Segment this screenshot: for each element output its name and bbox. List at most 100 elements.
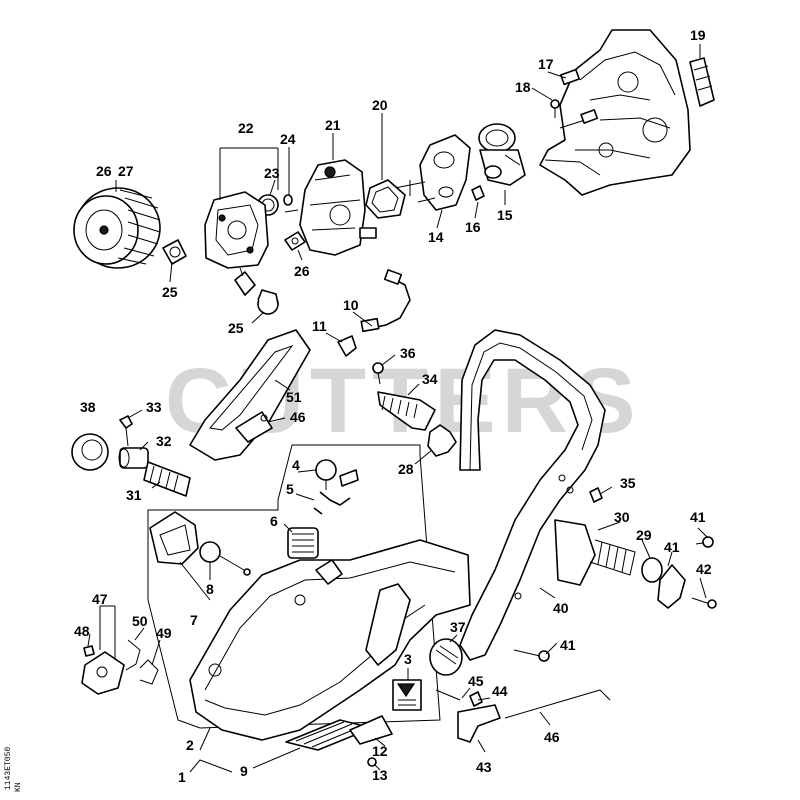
part-3-label	[392, 679, 422, 711]
part-27-28-air-filter	[73, 187, 161, 269]
part-25-nut-upper	[162, 239, 187, 265]
callout-47: 46	[544, 729, 560, 745]
part-17-crankcase	[539, 29, 691, 196]
drawing-code: 1143ET050	[4, 747, 13, 790]
callout-26: 26	[294, 263, 310, 279]
callout-24: 24	[280, 131, 296, 147]
callout-43: 42	[696, 561, 712, 577]
part-52-wire	[125, 639, 141, 671]
part-29-rubber-buffer	[427, 424, 457, 457]
callout-2: 2	[186, 737, 194, 753]
callout-33: 32	[156, 433, 172, 449]
part-43-screw	[691, 597, 717, 609]
part-22-filter-base	[204, 191, 269, 296]
callout-5: 5	[286, 481, 294, 497]
part-36-screw	[589, 487, 603, 503]
callout-40: 40	[553, 600, 569, 616]
part-40-handlebar	[459, 329, 606, 661]
part-47-rod	[504, 689, 611, 719]
callout-50: 48	[74, 623, 90, 639]
callout-29: 28	[398, 461, 414, 477]
callout-36: 35	[620, 475, 636, 491]
callout-11: 11	[312, 318, 327, 334]
part-33-plug	[118, 447, 149, 469]
callout-45: 44	[492, 683, 508, 699]
part-31-spring-right	[554, 519, 636, 586]
callout-41-bottom: 41	[560, 637, 576, 653]
part-38-oil-cap	[429, 638, 463, 676]
callout-31: 30	[614, 509, 630, 525]
part-24-seal	[283, 194, 293, 206]
callout-17: 17	[538, 56, 554, 72]
part-53-handle-molding	[189, 329, 311, 461]
part-32-spring	[143, 461, 191, 497]
callout-14: 14	[428, 229, 444, 245]
callout-3: 3	[404, 651, 412, 667]
callout-12: 12	[372, 743, 388, 759]
callout-35: 34	[422, 371, 438, 387]
callout-34: 33	[146, 399, 162, 415]
part-15-intake-manifold	[478, 123, 526, 186]
assembly-outline	[147, 444, 441, 729]
part-37-screw	[372, 362, 384, 385]
callout-48: 46	[290, 409, 306, 425]
callout-32: 31	[126, 487, 142, 503]
callout-27: 26	[96, 163, 112, 179]
part-30-spring-cap	[641, 557, 663, 583]
part-12-plate	[349, 715, 393, 745]
part-18-screw	[550, 99, 560, 118]
callout-38: 37	[450, 619, 466, 635]
callout-49: 47	[92, 591, 108, 607]
callout-52: 50	[132, 613, 148, 629]
part-50-spring	[83, 645, 95, 657]
part-6-fuel-filter	[287, 527, 319, 559]
callout-41-top: 41	[690, 509, 706, 525]
callout-30: 29	[636, 527, 652, 543]
part-41-screw-bottom	[513, 649, 550, 662]
part-11-elbow	[337, 335, 357, 357]
callout-25-lower: 25	[228, 320, 244, 336]
part-44-throttle-lever	[457, 704, 501, 743]
callout-9: 9	[240, 763, 248, 779]
callout-53: 51	[286, 389, 302, 405]
part-41-screw-top	[695, 536, 714, 548]
part-16-fitting	[471, 185, 485, 201]
part-5-hose	[313, 491, 351, 515]
part-51-spring	[139, 659, 159, 685]
callout-46: 45	[468, 673, 484, 689]
part-13-screw	[367, 757, 377, 767]
callout-19: 19	[690, 27, 706, 43]
callout-4: 4	[292, 457, 300, 473]
part-34-screw	[119, 415, 133, 447]
callout-22: 22	[238, 120, 254, 136]
callout-16: 16	[465, 219, 481, 235]
part-7-tank-cap	[149, 511, 199, 565]
part-25-nut-lower	[257, 289, 279, 315]
callout-39: 38	[80, 399, 96, 415]
part-49-lever-assembly	[81, 651, 125, 695]
callout-7: 7	[190, 612, 198, 628]
part-39-cap	[71, 433, 109, 471]
callout-37: 36	[400, 345, 416, 361]
leader-lines	[87, 44, 709, 773]
part-10-fuel-hose	[360, 269, 411, 333]
callout-10: 10	[343, 297, 359, 313]
callout-23: 23	[264, 165, 280, 181]
callout-44: 43	[476, 759, 492, 775]
part-2-tank-housing	[189, 539, 471, 741]
callout-21: 21	[325, 117, 341, 133]
part-19-clip	[689, 57, 715, 107]
part-21-carburetor	[284, 159, 377, 256]
part-4-pickup	[315, 459, 359, 490]
part-35-anti-vibe	[377, 391, 436, 431]
part-48-clip	[235, 411, 273, 443]
part-14-flange	[394, 134, 471, 211]
part-8-ring	[199, 541, 251, 576]
callout-labels: 19 17 18 20 21 22 24 23 26 27 15 16 14 2…	[74, 27, 712, 785]
callout-20: 20	[372, 97, 388, 113]
callout-51: 49	[156, 625, 172, 641]
callout-6: 6	[270, 513, 278, 529]
callout-1: 1	[178, 769, 186, 785]
callout-42: 41	[664, 539, 680, 555]
